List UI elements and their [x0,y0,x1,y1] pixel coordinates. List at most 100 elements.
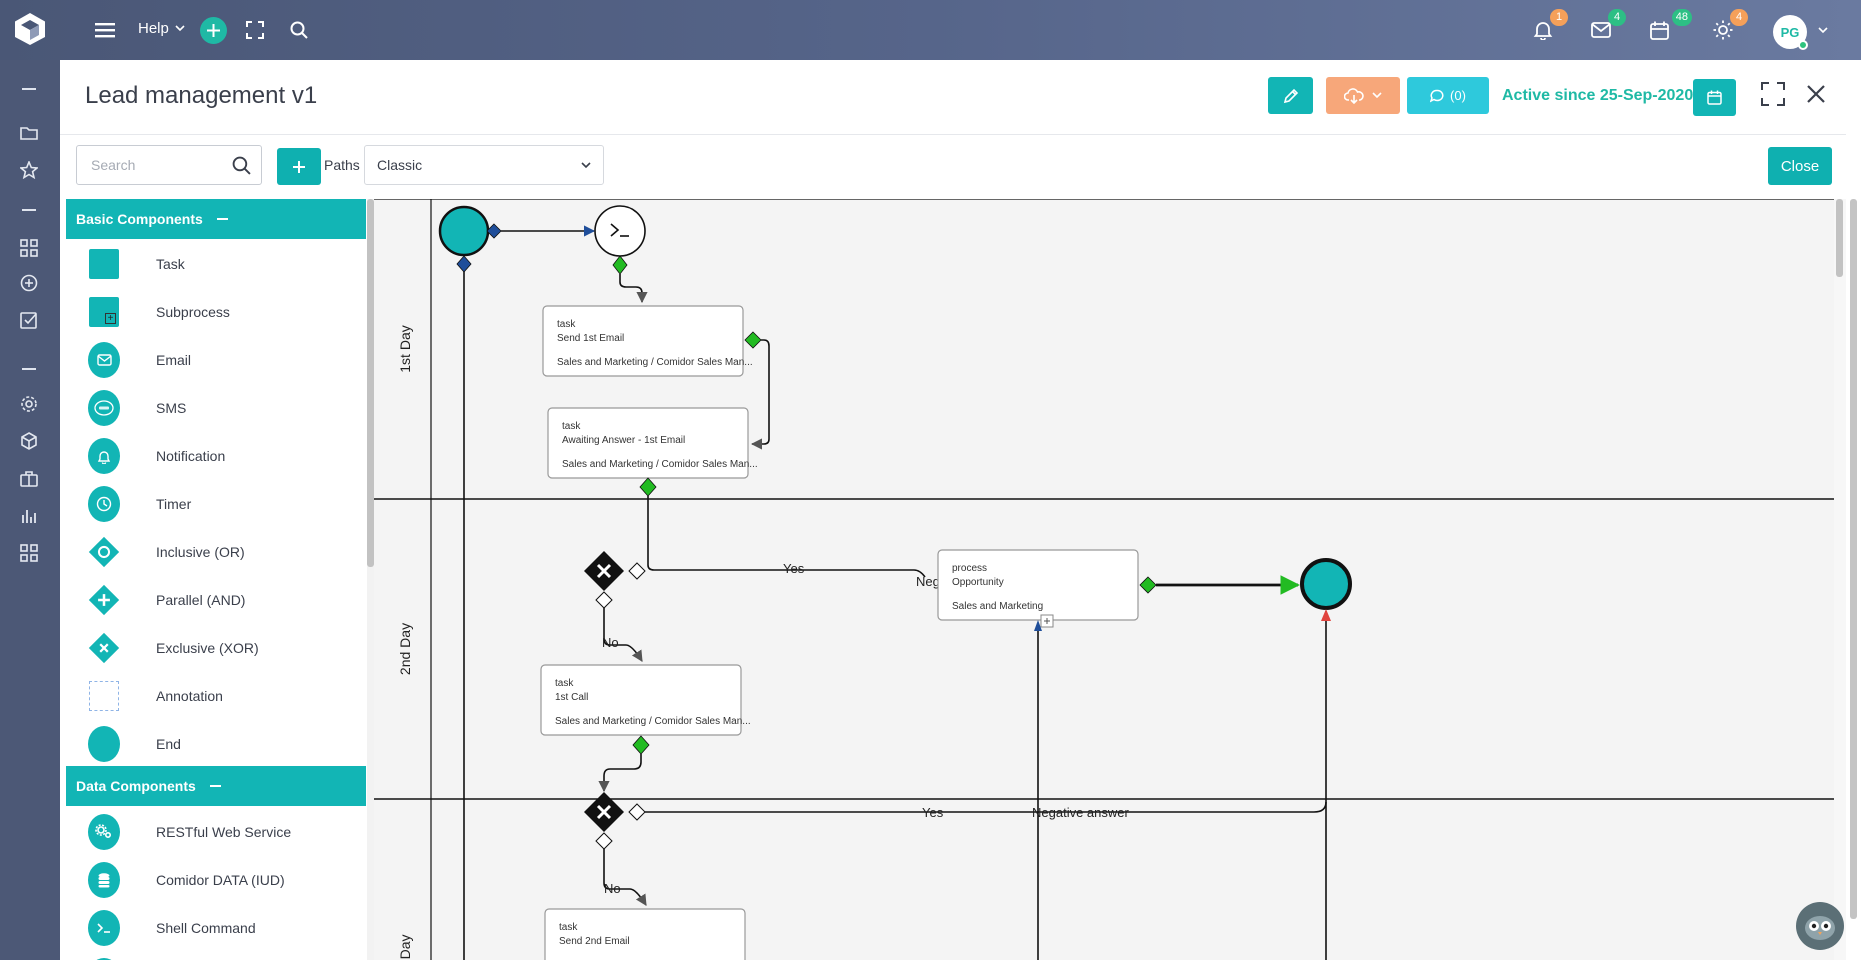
palette-item-exclusive-xor[interactable]: Exclusive (XOR) [66,624,366,672]
palette-item-notification[interactable]: Notification [66,432,366,480]
checkbox-icon[interactable] [20,311,38,329]
palette-item-email[interactable]: Email [66,336,366,384]
basic-components-header[interactable]: Basic Components [66,199,366,239]
exclusive-gateway-icon [88,632,120,664]
mail-icon [1591,22,1611,38]
process-node-opportunity[interactable]: process Opportunity Sales and Marketing [937,549,1139,628]
exclusive-gateway-1[interactable] [584,551,624,591]
star-icon[interactable] [20,161,38,179]
palette-item-sms[interactable]: SMS [66,384,366,432]
add-path-button[interactable] [277,148,321,185]
search-icon[interactable] [286,17,312,43]
palette-item-label: RESTful Web Service [156,824,292,840]
bar-chart-icon[interactable] [20,507,38,525]
search-input[interactable] [77,146,217,184]
shell-command-node[interactable] [594,205,646,257]
palette-item-annotation[interactable]: Annotation [66,672,366,720]
palette-item-label: End [156,736,181,752]
apps-icon[interactable] [20,544,38,562]
menu-icon[interactable] [92,17,118,43]
palette-item-shell-command[interactable]: Shell Command [66,904,366,952]
comments-button[interactable]: (0) [1407,77,1489,114]
process-type: process [952,563,987,574]
subprocess-shape-icon: + [88,296,120,328]
palette-item-inclusive-or[interactable]: Inclusive (OR) [66,528,366,576]
mail-badge: 4 [1608,9,1626,26]
help-menu[interactable]: Help [138,20,185,37]
fullscreen-icon[interactable] [242,17,268,43]
lane-label-2nd-day: 2nd Day [397,623,413,675]
palette-item-end[interactable]: End [66,720,366,768]
briefcase-icon[interactable] [20,470,38,488]
data-components-header[interactable]: Data Components [66,766,366,806]
close-icon[interactable] [1806,84,1826,109]
palette-item-parallel-and[interactable]: Parallel (AND) [66,576,366,624]
chevron-down-icon [1372,92,1382,99]
palette-item-comidor-data[interactable]: Comidor DATA (IUD) [66,856,366,904]
mail-button[interactable]: 4 [1588,9,1626,43]
task-type: task [559,922,578,933]
task-name: Send 2nd Email [559,936,630,947]
quick-add-button[interactable] [200,17,227,44]
settings-button[interactable]: 4 [1710,9,1748,43]
collapse-icon[interactable] [209,785,221,787]
component-palette: Basic Components Task + Subprocess Email… [66,199,366,960]
data-components-title: Data Components [76,778,196,794]
notifications-button[interactable]: 1 [1530,9,1568,43]
palette-item-timer[interactable]: Timer [66,480,366,528]
task-node-1st-call[interactable]: task 1st Call Sales and Marketing / Comi… [540,664,751,736]
collapse-icon[interactable] [216,218,228,220]
rail-separator [22,368,36,370]
edge-label-yes-2: Yes [922,805,944,820]
edit-button[interactable] [1268,77,1313,114]
palette-item-label: Subprocess [156,304,230,320]
end-event[interactable] [1300,558,1352,610]
palette-item-label: SMS [156,400,187,416]
palette-item-restful-web-service[interactable]: RESTful Web Service [66,808,366,856]
pencil-icon [1283,88,1298,103]
close-button[interactable]: Close [1768,147,1832,185]
calendar-button[interactable] [1693,79,1736,116]
palette-scrollbar-thumb[interactable] [367,199,374,567]
palette-scrollbar-track[interactable] [367,199,374,960]
palette-item-label: Timer [156,496,192,512]
palette-item-task[interactable]: Task [66,240,366,288]
component-search [76,145,262,185]
cube-icon[interactable] [20,432,38,450]
user-menu-chevron-icon[interactable] [1810,17,1836,43]
assistant-mascot-icon[interactable] [1796,902,1844,950]
gear-icon[interactable] [20,395,38,413]
canvas-scrollbar-thumb[interactable] [1836,199,1843,277]
parallel-gateway-icon [88,584,120,616]
search-icon[interactable] [232,156,251,175]
email-icon [88,342,120,378]
user-avatar[interactable]: PG [1773,15,1808,50]
palette-item-label: Shell Command [156,920,256,936]
gears-icon [88,814,120,850]
folder-icon[interactable] [20,124,38,142]
bell-icon [1533,22,1553,40]
canvas-scrollbar-track[interactable] [1834,199,1846,960]
task-node-send-1st-email[interactable]: task Send 1st Email Sales and Marketing … [542,305,753,377]
task-node-awaiting-answer[interactable]: task Awaiting Answer - 1st Email Sales a… [547,407,758,479]
settings-badge: 4 [1730,9,1748,26]
comments-count: (0) [1450,88,1466,103]
avatar-initials: PG [1780,24,1800,40]
cloud-download-dropdown-button[interactable] [1326,77,1400,114]
task-node-send-2nd-email[interactable]: task Send 2nd Email [544,908,746,960]
start-event[interactable] [438,205,490,257]
add-circle-icon[interactable] [20,274,38,292]
edge-label-no: No [602,635,619,650]
page-scrollbar-thumb[interactable] [1850,199,1857,919]
palette-item-label: Inclusive (OR) [156,544,245,560]
diagram-canvas[interactable]: 1st Day 2nd Day 3rd Day task Send 1st Em… [374,199,1834,960]
palette-item-subprocess[interactable]: + Subprocess [66,288,366,336]
app-logo-icon[interactable] [14,12,46,46]
grid-icon[interactable] [20,239,38,257]
page-title: Lead management v1 [85,82,318,109]
paths-select[interactable]: Classic [364,145,604,185]
calendar-button[interactable]: 48 [1646,9,1692,43]
expand-icon[interactable] [1761,82,1785,111]
exclusive-gateway-2[interactable] [584,792,624,832]
inclusive-gateway-icon [88,536,120,568]
